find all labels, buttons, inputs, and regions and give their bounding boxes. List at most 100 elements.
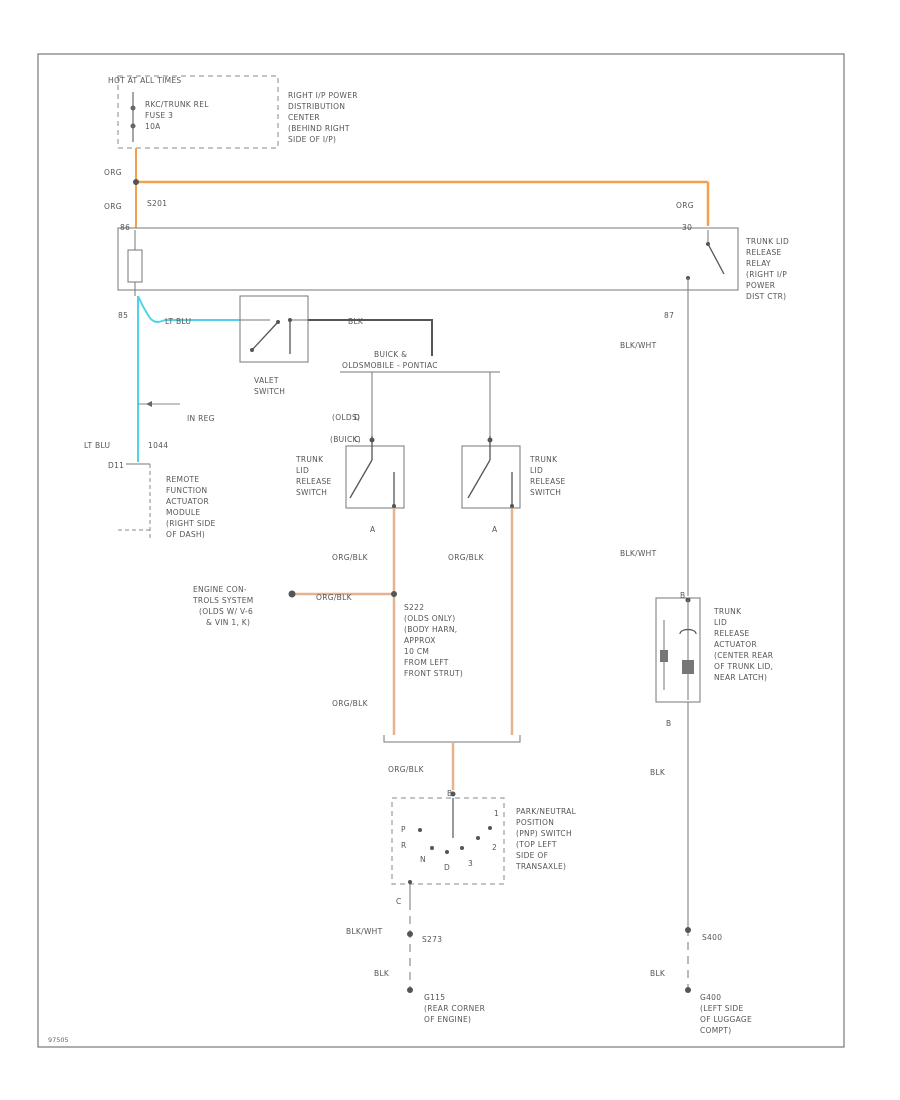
pnp-gear-2: 2 [492,843,497,852]
s222-label-7: FRONT STRUT) [404,669,463,678]
switch-left-label-3: RELEASE [296,477,332,486]
actuator-ground-path: BLK S400 BLK G400 (LEFT SIDE OF LUGGAGE … [650,702,752,1035]
actuator-label-7: NEAR LATCH) [714,673,767,682]
switch-right-label-2: LID [530,466,543,475]
valet-label-2: SWITCH [254,387,285,396]
right-circuit: BLK/WHT BLK/WHT [620,278,689,596]
orange-feed: ORG ORG S201 ORG [104,148,710,228]
pnp-pin-b: B [447,789,452,798]
relay-label-1: TRUNK LID [745,237,789,246]
valet-switch: BLK VALET SWITCH [239,295,433,396]
rfa-label-3: ACTUATOR [166,497,209,506]
fuse-location-4: (BEHIND RIGHT [288,124,350,133]
wire-blk-wht-actuator: BLK/WHT [620,549,657,558]
actuator-pin-b: B [680,591,685,600]
make-branch: BUICK & OLDSMOBILE - PONTIAC (OLDS) D (B… [330,350,500,444]
pin-86: 86 [120,223,130,232]
engine-ctrl-label-3: (OLDS W/ V-6 [199,607,253,616]
wire-org-blk-a: ORG/BLK [332,553,369,562]
pnp-gear-n: N [420,855,426,864]
s222-label-2: (OLDS ONLY) [404,614,455,623]
pnp-selector-dots [418,826,492,854]
fuse-header: HOT AT ALL TIMES [108,76,181,85]
g400-label-3: OF LUGGAGE [700,1015,752,1024]
pnp-gear-p: P [401,825,406,834]
splice-s201: S201 [147,199,167,208]
olds-label: (OLDS) [332,413,360,422]
pnp-label-2: POSITION [516,818,554,827]
pnp-gear-r: R [401,841,407,850]
makes-label-2: OLDSMOBILE - PONTIAC [342,361,438,370]
wire-org-top: ORG [104,168,122,177]
lt-blu-circuit: LT BLU IN REG LT BLU 1044 [84,295,240,462]
rfa-label-4: MODULE [166,508,200,517]
diagram-border [37,53,845,1048]
pin-c: C [354,435,360,444]
pnp-gear-3: 3 [468,859,473,868]
wire-org-blk-bottom: ORG/BLK [388,765,425,774]
switch-left-label-4: SWITCH [296,488,327,497]
pnp-label-1: PARK/NEUTRAL [516,807,577,816]
g400-label-1: G400 [700,993,721,1002]
wire-org-left: ORG [104,202,122,211]
relay-label-3: RELAY [746,259,771,268]
pin-a-right: A [492,525,498,534]
pnp-gear-1: 1 [494,809,499,818]
pin-30: 30 [682,223,692,232]
rfa-label-6: OF DASH) [166,530,205,539]
actuator-label-1: TRUNK [713,607,742,616]
actuator-label-2: LID [714,618,727,627]
pnp-pin-c: C [396,897,402,906]
engine-ctrl-label-2: TROLS SYSTEM [192,596,254,605]
switch-right-label-4: SWITCH [530,488,561,497]
s222-label-3: (BODY HARN, [404,625,457,634]
actuator-label-5: (CENTER REAR [714,651,773,660]
fuse-line-1: RKC/TRUNK REL [145,100,209,109]
wire-lt-blu-lower: LT BLU [84,441,110,450]
trunk-lid-release-switch-left: TRUNK LID RELEASE SWITCH A [295,436,405,534]
fuse-location-2: DISTRIBUTION [288,102,345,111]
s222-label-5: 10 CM [404,647,429,656]
remote-function-actuator: D11 REMOTE FUNCTION ACTUATOR MODULE (RIG… [108,461,216,540]
switch-right-label-1: TRUNK [529,455,558,464]
org-blk-circuits: ORG/BLK ORG/BLK ORG/BLK ORG/BLK ORG/BLK [288,508,521,790]
g400-label-4: COMPT) [700,1026,731,1035]
actuator-label-3: RELEASE [714,629,750,638]
switch-right-label-3: RELEASE [530,477,566,486]
pin-87: 87 [664,311,674,320]
actuator-label-6: OF TRUNK LID, [714,662,773,671]
engine-ctrl-label-4: & VIN 1, K) [206,618,250,627]
diagram-id: 97505 [48,1036,69,1044]
g115-label-2: (REAR CORNER [424,1004,485,1013]
relay-label-4: (RIGHT I/P [746,270,787,279]
splice-s400: S400 [702,933,722,942]
pin-d: D [354,413,360,422]
pnp-label-3: (PNP) SWITCH [516,829,572,838]
makes-label-1: BUICK & [374,350,407,359]
engine-controls-system: ENGINE CON- TROLS SYSTEM (OLDS W/ V-6 & … [192,585,254,627]
s222-label-4: APPROX [404,636,436,645]
fuse-line-3: 10A [145,122,161,131]
pnp-label-5: SIDE OF [516,851,548,860]
wire-blk-bottom-left: BLK [374,969,390,978]
in-reg-label: IN REG [187,414,215,423]
fuse-location-5: SIDE OF I/P) [288,135,336,144]
wire-org-blk-c: ORG/BLK [332,699,369,708]
wire-blk-bottom-right: BLK [650,969,666,978]
s222-label-6: FROM LEFT [404,658,449,667]
trunk-lid-release-switch-right: TRUNK LID RELEASE SWITCH A [461,436,566,534]
wire-org-blk-b: ORG/BLK [448,553,485,562]
switch-left-label-2: LID [296,466,309,475]
relay-label-5: POWER [746,281,775,290]
wire-lt-blu-upper: LT BLU [165,317,191,326]
pnp-label-4: (TOP LEFT [516,840,557,849]
s222-label-1: S222 [404,603,424,612]
wire-blk-right-mid: BLK [650,768,666,777]
pnp-ground-path: BLK/WHT S273 BLK G115 (REAR CORNER OF EN… [346,902,485,1024]
rfa-label-5: (RIGHT SIDE [166,519,216,528]
rfa-pin: D11 [108,461,124,470]
wire-org-right: ORG [676,201,694,210]
actuator-label-4: ACTUATOR [714,640,757,649]
fuse-location-1: RIGHT I/P POWER [288,91,358,100]
